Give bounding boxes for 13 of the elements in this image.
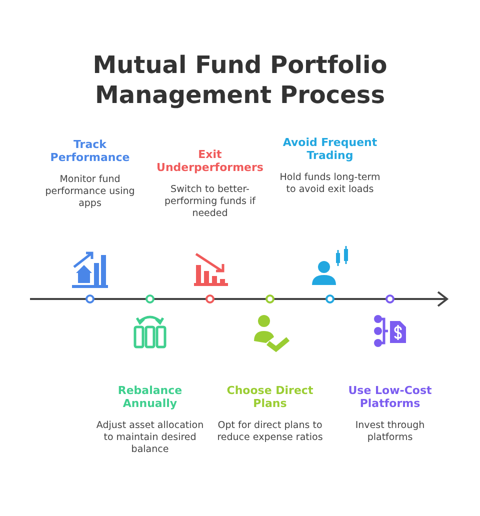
step-description: Monitor fund performance using apps [44, 174, 136, 210]
step-heading: Avoid Frequent Trading [282, 136, 378, 162]
step-description: Switch to better-performing funds if needed [163, 184, 257, 220]
step-description: Adjust asset allocation to maintain desired balance [95, 420, 205, 456]
step-heading: Use Low-Cost Platforms [347, 384, 433, 410]
step-heading: Choose Direct Plans [226, 384, 314, 410]
step-heading: Rebalance Annually [116, 384, 184, 410]
step-heading: Track Performance [49, 138, 131, 164]
step-description: Hold funds long-term to avoid exit loads [278, 172, 382, 196]
step-description: Opt for direct plans to reduce expense ratios [216, 420, 324, 444]
step-description: Invest through platforms [354, 420, 426, 444]
step-heading: Exit Underperformers [156, 148, 264, 174]
title: Mutual Fund Portfolio Management Process [92, 50, 388, 110]
